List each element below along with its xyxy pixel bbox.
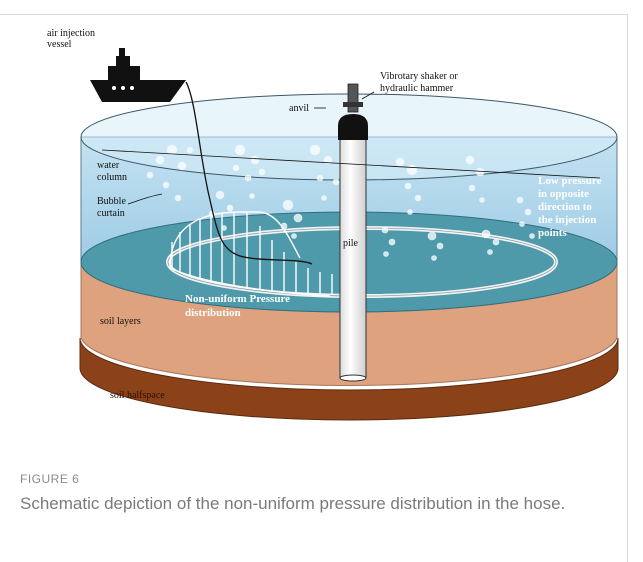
top-border [0,14,628,15]
leader-lines [101,91,601,205]
schematic-diagram: air injection vessel Vibrotary shaker or… [47,28,619,421]
label-soil-halfspace: soil halfspace [110,390,165,401]
label-low-pressure-line4: the injection [538,214,596,226]
label-low-pressure-line3: direction to [538,201,592,213]
right-border [627,14,628,562]
anvil [338,114,368,140]
label-shaker-line2: hydraulic hammer [380,83,454,94]
label-water-column-line1: water [97,160,120,171]
label-shaker-line1: Vibrotary shaker or [380,71,458,82]
label-air-injection-line1: air injection [47,28,95,39]
label-non-uniform-line2: distribution [185,307,241,319]
label-water-column-line2: column [97,172,127,183]
figure-label: FIGURE 6 [20,472,80,486]
label-bubble-curtain-line2: curtain [97,208,125,219]
air-injection-vessel [90,48,186,102]
label-low-pressure-line2: in opposite [538,188,589,200]
label-low-pressure-line1: Low pressure [538,175,602,187]
soil-halfspace-layer [79,337,619,421]
figure-caption: Schematic depiction of the non-uniform p… [20,494,566,513]
label-non-uniform-line1: Non-uniform Pressure [185,293,290,305]
label-pile: pile [343,238,359,249]
air-hose [185,81,313,265]
label-anvil: anvil [289,103,309,114]
vibrotary-shaker [347,83,359,113]
pile [339,131,367,379]
label-bubble-curtain-line1: Bubble [97,196,126,207]
pressure-arrows [169,211,333,297]
bubble-plumes [146,144,535,261]
label-soil-layers: soil layers [100,316,141,327]
label-air-injection-line2: vessel [47,39,72,50]
label-low-pressure-line5: points [538,227,567,239]
